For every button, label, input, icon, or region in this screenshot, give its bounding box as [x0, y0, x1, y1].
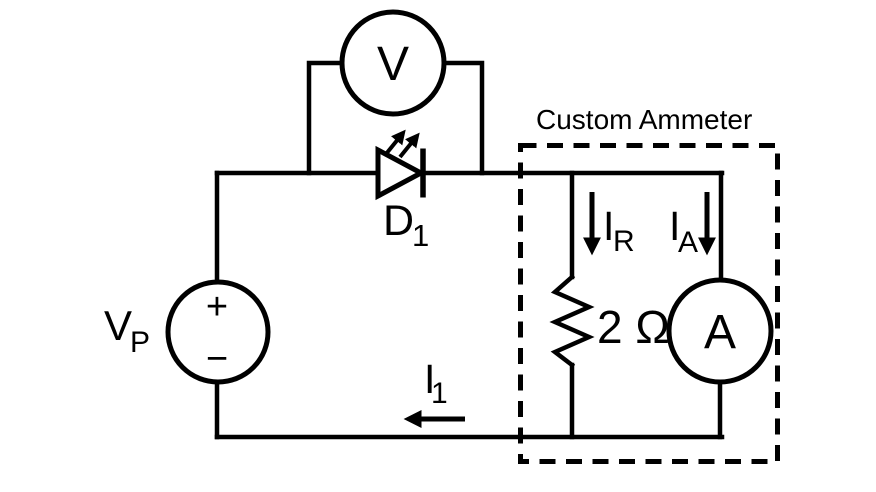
dashed-boundary: [518, 143, 780, 464]
ammeter: A: [666, 277, 774, 385]
custom-ammeter-title: Custom Ammeter: [536, 104, 752, 135]
source-plus-sign: +: [206, 286, 228, 328]
led-emission-arrow-2: [398, 132, 420, 159]
voltmeter: V: [339, 9, 447, 117]
ammeter-circle: [666, 277, 774, 385]
voltmeter-circle: [339, 9, 447, 117]
source-label-subscript: P: [130, 326, 150, 359]
led-triangle: [375, 145, 427, 201]
current-i1-label: I: [424, 356, 435, 402]
resistor-value: 2 Ω: [597, 301, 670, 353]
circuit-wires: [214, 60, 725, 440]
resistor-2ohm: 2 Ω: [549, 273, 670, 369]
current-ia-label: I: [669, 203, 680, 249]
source-minus-sign: −: [206, 338, 228, 380]
voltage-source-vp: + − V P: [104, 279, 271, 385]
wire-voltmeter-left-leg: [306, 60, 346, 176]
led-d1: D 1: [375, 129, 429, 253]
ammeter-label: A: [704, 306, 736, 359]
current-ir-label: I: [603, 203, 614, 249]
diode-label-subscript: 1: [412, 218, 429, 253]
diode-label: D: [383, 197, 414, 245]
current-ir: I R: [583, 192, 635, 258]
led-emission-arrow-1: [384, 129, 406, 156]
wire-voltmeter-right-leg: [441, 60, 485, 176]
current-i1-subscript: 1: [431, 377, 448, 410]
current-ia-subscript: A: [678, 226, 698, 259]
current-ir-subscript: R: [613, 225, 635, 258]
current-i1: I 1: [403, 356, 465, 428]
custom-ammeter-box: Custom Ammeter: [518, 104, 780, 464]
resistor-zigzag: [549, 273, 595, 369]
source-label: V: [104, 302, 132, 349]
current-ia: I A: [669, 192, 716, 259]
source-circle: [165, 279, 271, 385]
voltmeter-label: V: [377, 38, 409, 91]
